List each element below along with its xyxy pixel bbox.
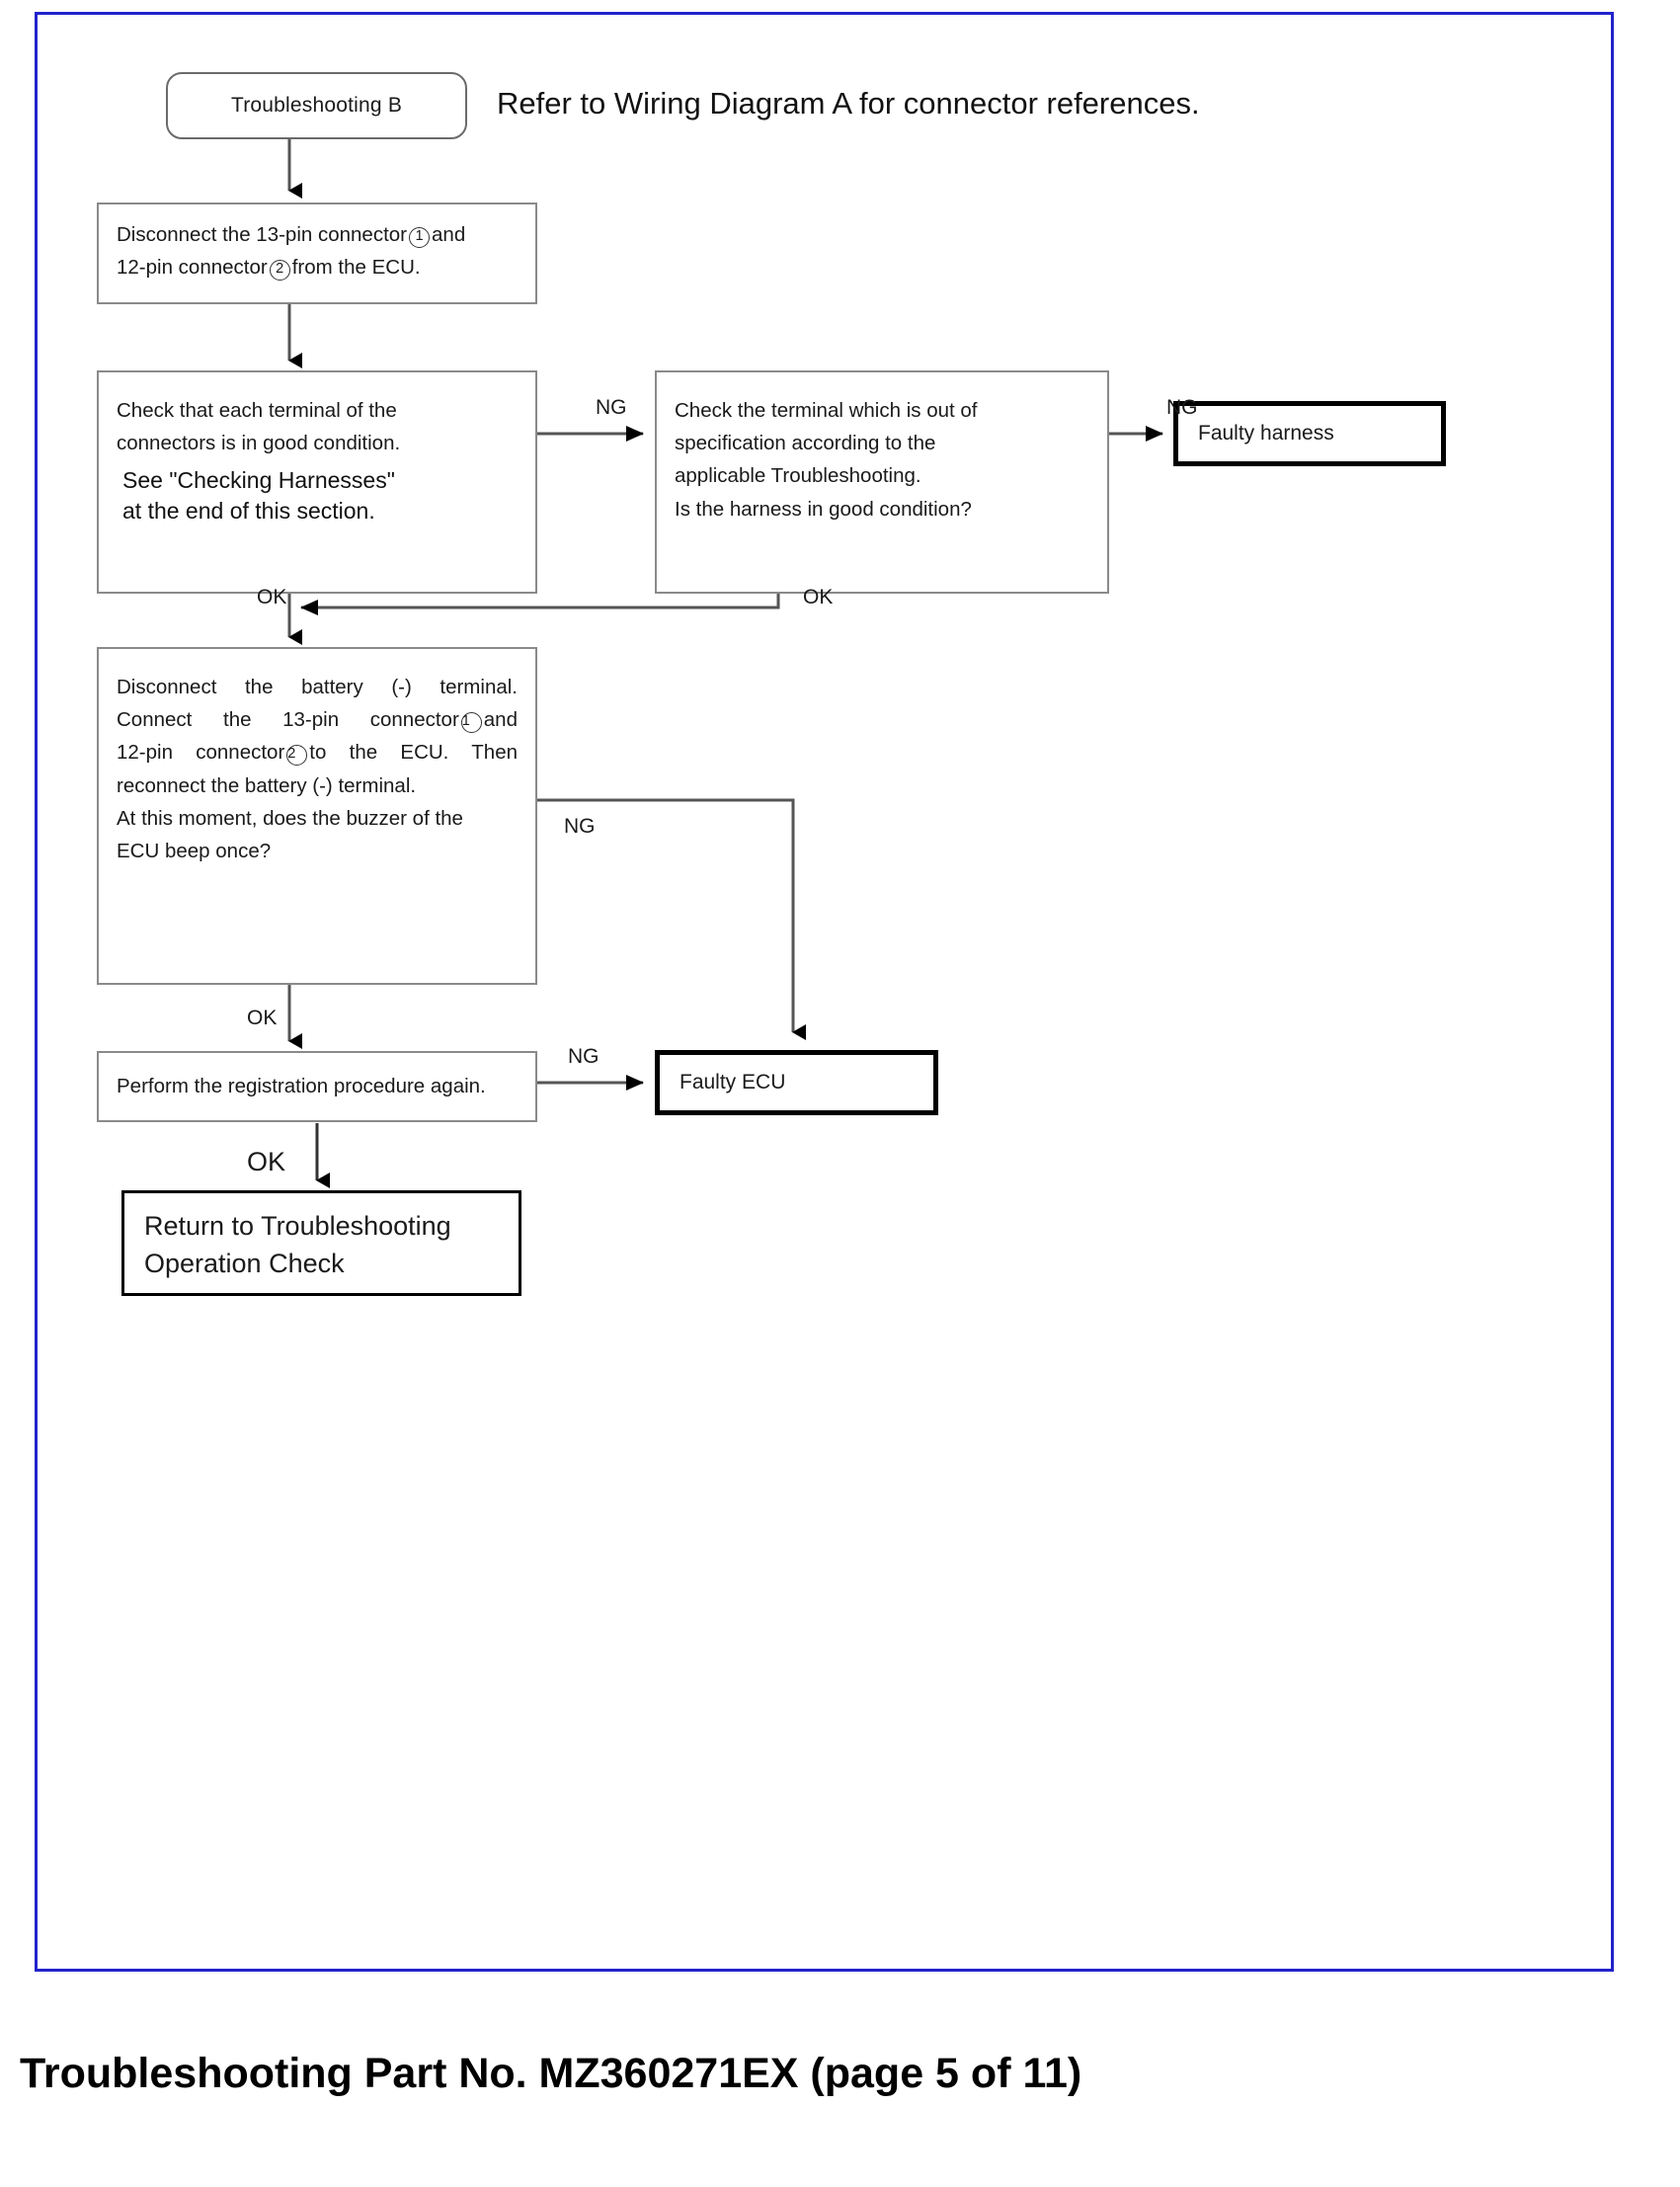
out-of-spec-line-2: specification according to the	[675, 432, 936, 455]
edge-label-registration-ng: NG	[568, 1045, 600, 1068]
return-line-2: Operation Check	[144, 1249, 345, 1279]
edge-label-out-of-spec-ng: NG	[1166, 396, 1198, 419]
registration-label: Perform the registration procedure again…	[117, 1075, 486, 1098]
out-of-spec-line-1: Check the terminal which is out of	[675, 399, 978, 422]
disconnect-line1-text-b: and	[432, 223, 466, 246]
circled-number-1-icon: 1	[409, 227, 431, 248]
disconnect-line1-text-a: Disconnect the 13-pin connector	[117, 223, 408, 246]
out-of-spec-line-3: applicable Troubleshooting.	[675, 464, 921, 488]
page-border-frame: Troubleshooting B Refer to Wiring Diagra…	[35, 12, 1614, 1972]
node-return-to-troubleshooting-operation-check[interactable]: Return to Troubleshooting Operation Chec…	[121, 1190, 521, 1296]
edge-label-beep-ok: OK	[247, 1007, 278, 1029]
node-check-out-of-specification[interactable]: Check the terminal which is out of speci…	[655, 370, 1109, 594]
reconnect-line-1: Disconnect the battery (-) terminal.	[117, 676, 518, 698]
check-terminals-line-4: at the end of this section.	[122, 498, 375, 525]
reconnect-line-4: reconnect the battery (-) terminal.	[117, 773, 417, 797]
reconnect-line-5: At this moment, does the buzzer of the	[117, 806, 463, 830]
edge-label-beep-ng: NG	[564, 815, 596, 838]
node-start-troubleshooting-b[interactable]: Troubleshooting B	[166, 72, 467, 139]
reconnect-line2-text-b: and	[483, 708, 518, 732]
wiring-diagram-note: Refer to Wiring Diagram A for connector …	[497, 86, 1200, 121]
footer-part-number-caption: Troubleshooting Part No. MZ360271EX (pag…	[20, 2050, 1082, 2097]
node-check-terminals[interactable]: Check that each terminal of the connecto…	[97, 370, 537, 594]
out-of-spec-line-4: Is the harness in good condition?	[675, 497, 972, 521]
check-terminals-line-3: See "Checking Harnesses"	[122, 467, 395, 494]
check-terminals-line-2: connectors is in good condition.	[117, 432, 401, 455]
return-line-1: Return to Troubleshooting	[144, 1211, 451, 1241]
edge-label-check-terminals-ok: OK	[257, 586, 287, 608]
circled-number-1-icon: 1	[460, 712, 482, 734]
node-start-label: Troubleshooting B	[230, 94, 403, 117]
disconnect-line2-text-a: 12-pin connector	[117, 256, 268, 280]
flowchart-connectors	[287, 138, 1163, 1188]
faulty-ecu-label: Faulty ECU	[680, 1071, 786, 1094]
reconnect-line3-text-a: 12-pin connector	[117, 741, 285, 765]
reconnect-line2-text-a: Connect the 13-pin connector	[117, 708, 459, 732]
edge-label-registration-ok: OK	[247, 1147, 286, 1176]
troubleshooting-flowchart: Troubleshooting B Refer to Wiring Diagra…	[38, 15, 1617, 1975]
circled-number-2-icon: 2	[286, 745, 308, 767]
node-faulty-harness[interactable]: Faulty harness	[1173, 401, 1446, 466]
edge-label-check-terminals-ng: NG	[596, 396, 627, 419]
node-perform-registration-again[interactable]: Perform the registration procedure again…	[97, 1051, 537, 1122]
reconnect-line-6: ECU beep once?	[117, 840, 272, 863]
node-reconnect-and-buzzer-check[interactable]: Disconnect the battery (-) terminal. Con…	[97, 647, 537, 985]
disconnect-line2-text-b: from the ECU.	[291, 256, 421, 280]
circled-number-2-icon: 2	[269, 260, 290, 282]
reconnect-line3-text-b: to the ECU. Then	[309, 741, 518, 765]
check-terminals-line-1: Check that each terminal of the	[117, 399, 397, 422]
edge-label-out-of-spec-ok: OK	[803, 586, 834, 608]
node-faulty-ecu[interactable]: Faulty ECU	[655, 1050, 938, 1115]
faulty-harness-label: Faulty harness	[1198, 422, 1334, 445]
